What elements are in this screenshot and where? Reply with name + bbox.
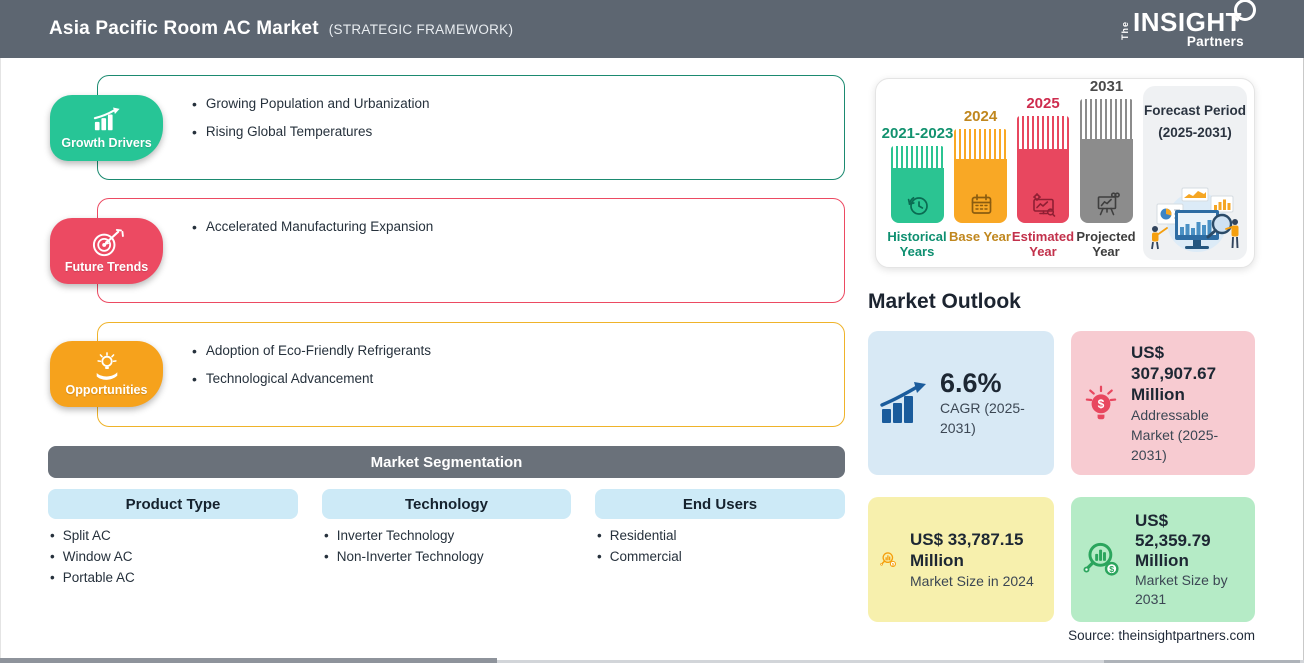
- bar-caption-estimated: Estimated Year: [1011, 229, 1075, 259]
- growth-drivers-box: Growing Population and Urbanization Risi…: [97, 75, 845, 180]
- list-item: Growing Population and Urbanization: [192, 96, 844, 112]
- magnifier-chart-icon: $: [1083, 542, 1119, 576]
- forecast-period-title: Forecast Period: [1143, 103, 1247, 118]
- list-item: Residential: [597, 525, 682, 546]
- bulb-dollar-icon: $: [1085, 385, 1117, 420]
- source-attribution: Source: theinsightpartners.com: [1068, 628, 1255, 643]
- market-size-2031-card: $ US$ 52,359.79 Million Market Size by 2…: [1071, 497, 1255, 622]
- target-dart-icon: [92, 228, 124, 256]
- growth-drivers-badge: Growth Drivers: [50, 95, 163, 161]
- insight-partners-logo: The INSIGHT Partners: [1120, 0, 1256, 49]
- opportunities-box: Adoption of Eco-Friendly Refrigerants Te…: [97, 322, 845, 427]
- logo-insight-text: INSIGHT: [1133, 0, 1256, 35]
- analysts-dashboard-illustration: [1151, 187, 1239, 252]
- list-item: Adoption of Eco-Friendly Refrigerants: [192, 343, 844, 359]
- end-users-list: Residential Commercial: [597, 525, 682, 567]
- market-size-2024-desc: Market Size in 2024: [910, 572, 1034, 589]
- title-group: Asia Pacific Room AC Market (STRATEGIC F…: [49, 18, 513, 40]
- timeline-bar-estimated: 2025: [1017, 95, 1069, 223]
- year-label: 2025: [1026, 95, 1060, 112]
- product-type-list: Split AC Window AC Portable AC: [50, 525, 135, 588]
- addressable-market-desc: Addressable Market (2025-2031): [1131, 406, 1219, 463]
- page-subtitle: (STRATEGIC FRAMEWORK): [328, 22, 514, 37]
- segmentation-header-end-users: End Users: [595, 489, 845, 519]
- bar-caption-projected: Projected Year: [1076, 229, 1136, 259]
- market-size-2031-desc: Market Size by 2031: [1135, 571, 1228, 607]
- market-outlook-title: Market Outlook: [868, 290, 1021, 313]
- forecast-period-panel: Forecast Period (2025-2031): [1143, 86, 1247, 260]
- bar-stripes: [891, 146, 944, 168]
- list-item: Technological Advancement: [192, 371, 844, 387]
- history-clock-icon: [907, 196, 928, 215]
- bar-caption-base: Base Year: [949, 229, 1011, 244]
- addressable-market-value: US$ 307,907.67 Million: [1131, 342, 1217, 404]
- timeline-bar-projected: 2031: [1080, 78, 1133, 223]
- segmentation-header-product-type: Product Type: [48, 489, 298, 519]
- growth-arrow-bars-icon: [880, 382, 926, 423]
- opportunities-badge: Opportunities: [50, 341, 163, 407]
- year-label: 2031: [1089, 78, 1124, 95]
- magnifier-chart-icon: $: [880, 551, 897, 567]
- timeline-bar-historical: 2021-2023: [882, 125, 953, 223]
- bar-stripes: [1080, 99, 1133, 139]
- technology-list: Inverter Technology Non-Inverter Technol…: [324, 525, 484, 567]
- svg-text:$: $: [1109, 564, 1114, 574]
- list-item: Non-Inverter Technology: [324, 546, 484, 567]
- timeline-bar-base: 2024: [954, 108, 1007, 223]
- page-title: Asia Pacific Room AC Market: [49, 18, 319, 39]
- forecast-period-range: (2025-2031): [1158, 125, 1232, 140]
- market-size-2031-value: US$ 52,359.79 Million: [1135, 510, 1211, 570]
- list-item: Split AC: [50, 525, 135, 546]
- bottom-divider-right: [1104, 660, 1300, 663]
- cagr-desc: CAGR (2025-2031): [940, 400, 1025, 436]
- growth-chart-icon: [93, 106, 120, 130]
- bar-stripes: [1017, 116, 1069, 149]
- badge-label: Opportunities: [65, 382, 148, 397]
- svg-text:$: $: [1098, 397, 1105, 411]
- bulb-hand-icon: [96, 351, 117, 380]
- cagr-value: 6.6%: [940, 368, 1002, 398]
- bottom-divider-left: [0, 658, 497, 663]
- year-label: 2024: [963, 108, 998, 125]
- market-size-2024-value: US$ 33,787.15 Million: [910, 529, 1024, 570]
- addressable-market-card: $ US$ 307,907.67 Million Addressable Mar…: [1071, 331, 1255, 475]
- bottom-divider: [0, 660, 1304, 663]
- badge-label: Future Trends: [64, 259, 149, 274]
- monitor-analysis-icon: [1033, 193, 1056, 217]
- segmentation-title: Market Segmentation: [370, 453, 523, 471]
- magnifier-lens-icon: [1234, 0, 1256, 21]
- list-item: Commercial: [597, 546, 682, 567]
- market-segmentation-bar: Market Segmentation: [48, 446, 845, 478]
- bar-caption-historical: Historical Years: [887, 229, 947, 259]
- svg-text:$: $: [892, 561, 895, 566]
- future-trends-box: Accelerated Manufacturing Expansion: [97, 198, 845, 303]
- list-item: Portable AC: [50, 567, 135, 588]
- logo-partners-text: Partners: [1186, 34, 1244, 49]
- projection-screen-icon: [1097, 192, 1120, 216]
- header-bar: Asia Pacific Room AC Market (STRATEGIC F…: [0, 0, 1304, 58]
- future-trends-badge: Future Trends: [50, 218, 163, 284]
- market-size-2024-card: $ US$ 33,787.15 Million Market Size in 2…: [868, 497, 1054, 622]
- year-label: 2021-2023: [881, 125, 954, 142]
- segmentation-header-technology: Technology: [322, 489, 571, 519]
- cagr-card: 6.6% CAGR (2025-2031): [868, 331, 1054, 475]
- calendar-icon: [971, 194, 991, 214]
- list-item: Inverter Technology: [324, 525, 484, 546]
- list-item: Window AC: [50, 546, 135, 567]
- list-item: Accelerated Manufacturing Expansion: [192, 219, 844, 235]
- bar-stripes: [954, 129, 1007, 159]
- logo-the-text: The: [1120, 20, 1131, 40]
- list-item: Rising Global Temperatures: [192, 124, 844, 140]
- badge-label: Growth Drivers: [61, 135, 152, 150]
- timeline-panel: 2021-2023 2024: [875, 78, 1255, 268]
